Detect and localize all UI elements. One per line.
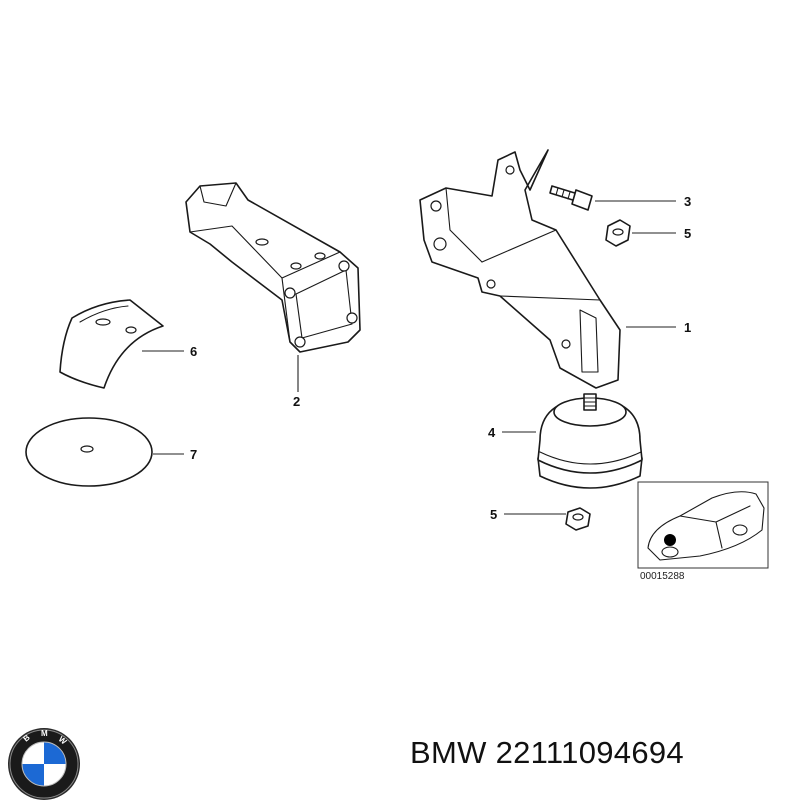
callout-2: 2 (293, 394, 300, 409)
callout-7: 7 (190, 447, 197, 462)
callout-3: 3 (684, 194, 691, 209)
location-marker (664, 534, 676, 546)
part-7-disc (25, 417, 153, 487)
part-4-rubber-mount (537, 393, 643, 489)
part-1-mount-bracket (419, 149, 621, 389)
callout-5-top: 5 (684, 226, 691, 241)
part-number: 22111094694 (495, 735, 684, 770)
callout-6: 6 (190, 344, 197, 359)
svg-text:B: B (22, 733, 32, 744)
inset-code: 00015288 (640, 571, 685, 582)
brand-part-number: BMW 22111094694 (410, 735, 684, 771)
part-5-nut-top (605, 219, 631, 247)
part-2-support-bracket (185, 182, 361, 353)
part-5-nut-bottom (565, 507, 591, 531)
brand-name: BMW (410, 735, 487, 770)
callout-numbers: 1 2 3 4 5 5 6 7 (190, 194, 691, 522)
callout-1: 1 (684, 320, 691, 335)
car-outline (647, 491, 765, 561)
location-inset: 00015288 (637, 481, 769, 582)
svg-text:W: W (57, 735, 69, 747)
leader-lines (142, 200, 676, 515)
svg-text:M: M (41, 729, 48, 738)
callout-5-bottom: 5 (490, 507, 497, 522)
part-3-bolt (549, 185, 593, 211)
part-6-heat-shield (59, 299, 164, 389)
callout-4: 4 (488, 425, 496, 440)
bmw-logo: B M W (8, 728, 80, 800)
